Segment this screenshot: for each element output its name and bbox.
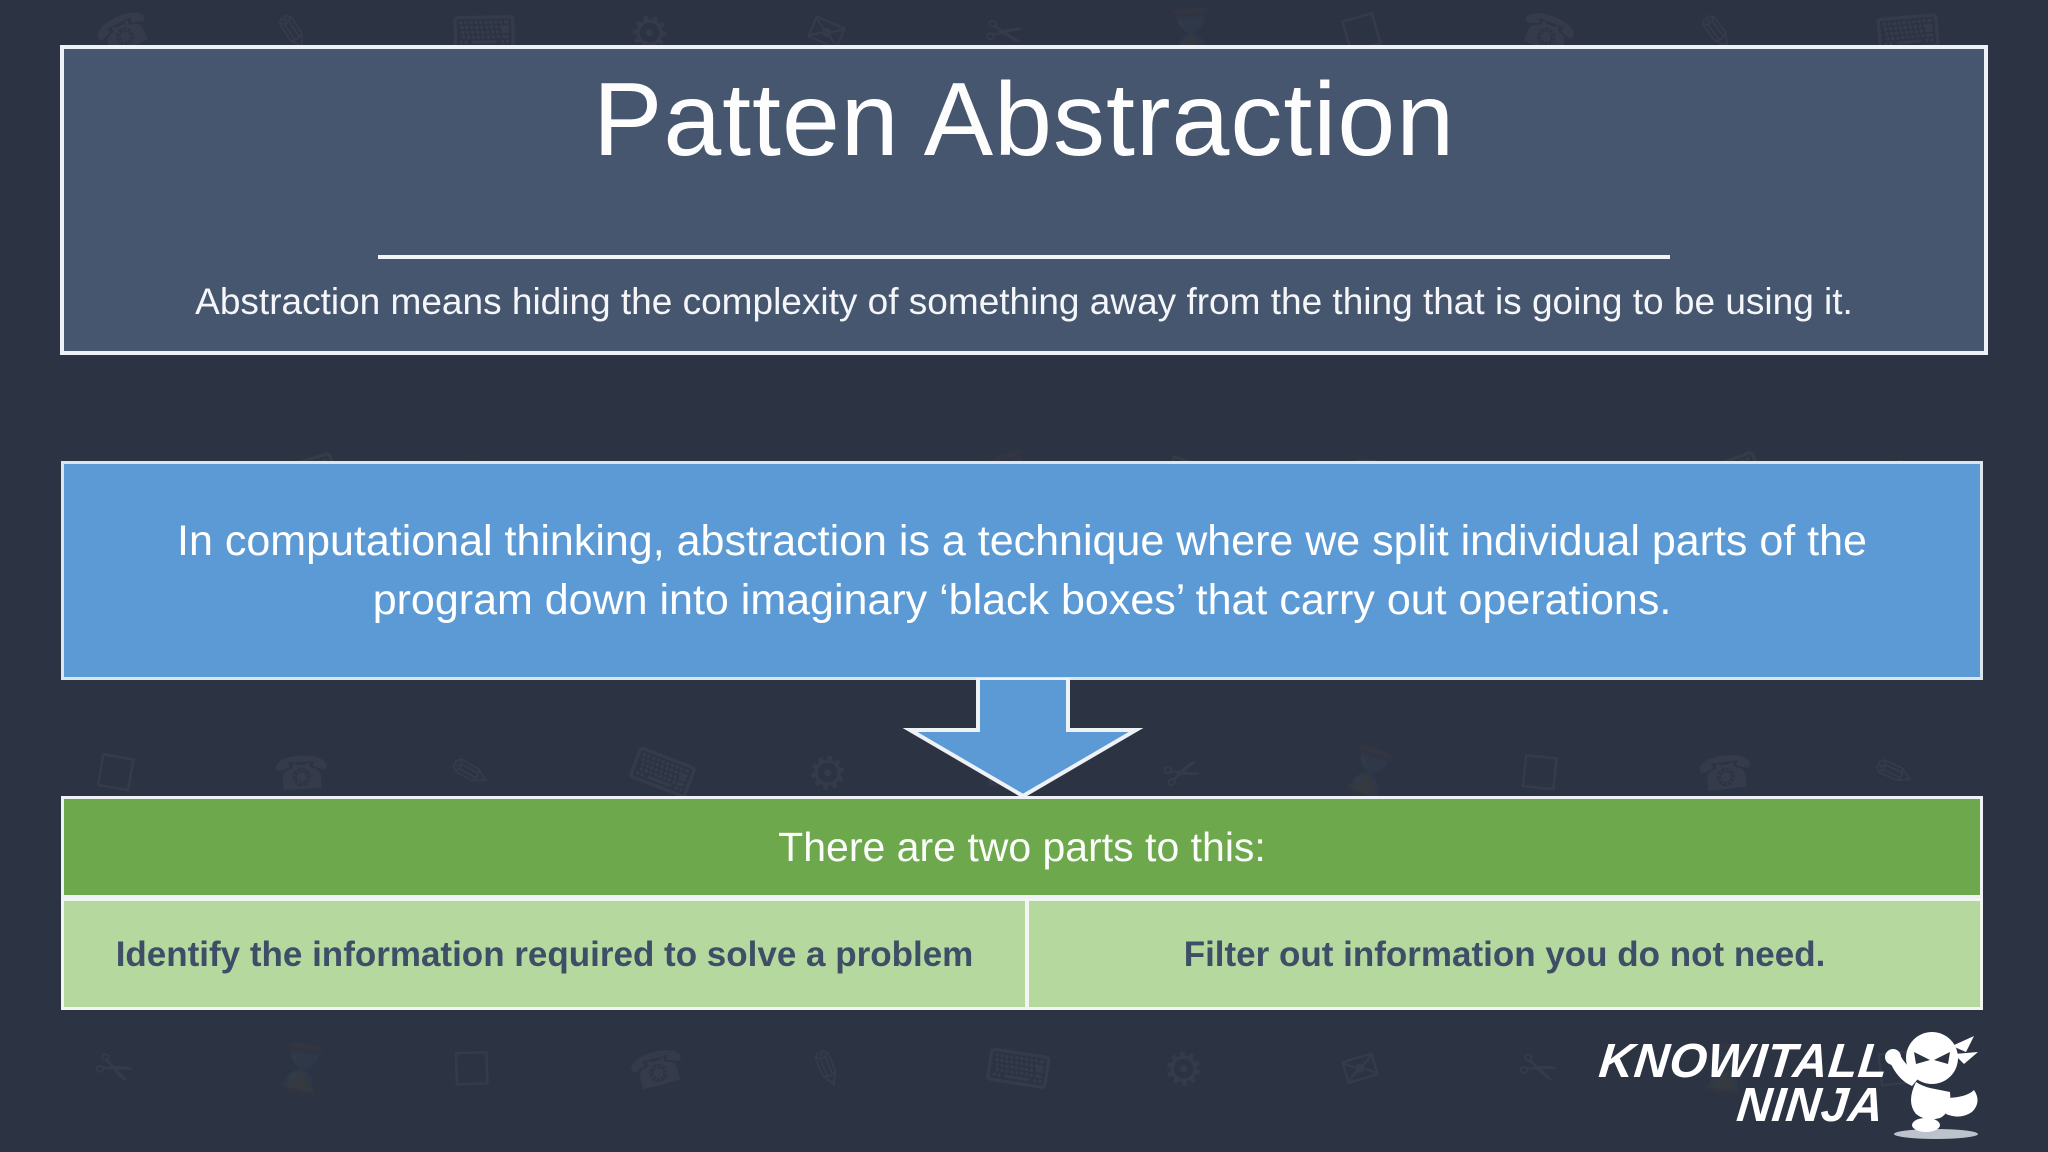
definition-text: In computational thinking, abstraction i… bbox=[177, 516, 1867, 624]
logo-line-1: KNOWITALL bbox=[1596, 1035, 1892, 1088]
pencil-icon: ✎ bbox=[799, 1038, 854, 1101]
title-box: Patten Abstraction Abstraction means hid… bbox=[60, 45, 1988, 355]
logo-text: KNOWITALL NINJA bbox=[1593, 1035, 1892, 1132]
scissors-icon: ✂ bbox=[1511, 1038, 1565, 1100]
keyboard-icon: ⌨ bbox=[981, 1038, 1055, 1100]
part-2-box: Filter out information you do not need. bbox=[1027, 898, 1983, 1010]
down-arrow-icon bbox=[902, 678, 1144, 799]
slide-subtitle: Abstraction means hiding the complexity … bbox=[195, 281, 1853, 322]
slide-title: Patten Abstraction bbox=[592, 62, 1456, 178]
gear-icon: ⚙ bbox=[1161, 1042, 1206, 1097]
definition-box: In computational thinking, abstraction i… bbox=[61, 461, 1983, 680]
hourglass-icon: ⌛ bbox=[269, 1038, 335, 1100]
part-2-text: Filter out information you do not need. bbox=[1183, 934, 1826, 974]
two-parts-header-text: There are two parts to this: bbox=[778, 823, 1266, 870]
logo-line-2: NINJA bbox=[1734, 1079, 1887, 1132]
two-parts-header: There are two parts to this: bbox=[61, 796, 1983, 898]
two-parts-row: Identify the information required to sol… bbox=[61, 898, 1983, 1010]
phone-icon: ☎ bbox=[623, 1036, 692, 1101]
checkbox-icon: ☐ bbox=[450, 1042, 493, 1095]
knowitall-ninja-logo: KNOWITALL NINJA bbox=[1597, 1028, 1990, 1140]
scissors-icon: ✂ bbox=[86, 1037, 142, 1100]
part-1-text: Identify the information required to sol… bbox=[115, 934, 974, 974]
envelope-icon: ✉ bbox=[1334, 1039, 1386, 1100]
part-1-box: Identify the information required to sol… bbox=[61, 898, 1027, 1010]
ninja-mascot-icon bbox=[1885, 1032, 1978, 1139]
title-divider bbox=[378, 255, 1670, 259]
